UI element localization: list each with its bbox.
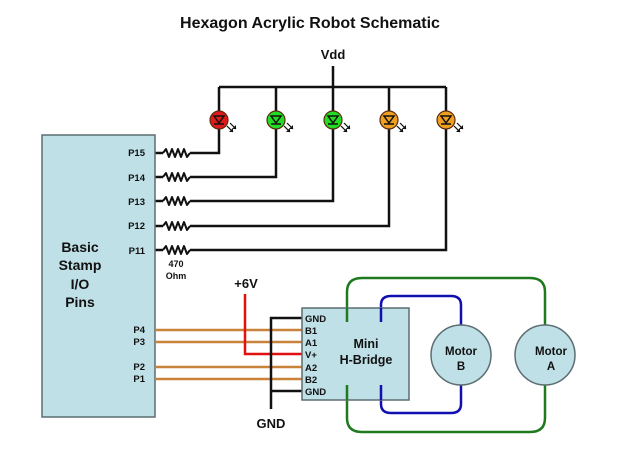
diode-triangle-icon (212, 115, 226, 125)
resistor-p15 (162, 148, 191, 158)
pin-label-p12: P12 (128, 221, 145, 232)
led-1-red (209, 110, 237, 133)
arrow-head-icon (232, 125, 236, 129)
led-body (379, 110, 399, 130)
pin-label-p14: P14 (128, 173, 146, 184)
diagram-title: Hexagon Acrylic Robot Schematic (180, 15, 440, 32)
motor-a-label-1: Motor (535, 346, 567, 358)
pin-label-p1: P1 (133, 374, 145, 385)
arrow-head-icon (459, 125, 463, 129)
hb-pin-gnd-top: GND (305, 314, 326, 325)
led-body (436, 110, 456, 130)
pin-label-p4: P4 (133, 325, 145, 336)
motor-b-label-1: Motor (445, 346, 477, 358)
basic-stamp-block (41, 134, 156, 418)
led-body (323, 110, 343, 130)
motor-b-label-2: B (457, 361, 465, 373)
motor-a-label-2: A (547, 361, 555, 373)
diode-triangle-icon (326, 115, 340, 125)
hb-pin-a1: A1 (305, 338, 318, 349)
led-group (209, 110, 464, 133)
stamp-label-3: I/O (71, 276, 90, 292)
led-body (209, 110, 229, 130)
gnd-label: GND (257, 416, 286, 431)
led-wire-p13 (190, 87, 335, 203)
resistor-group (162, 148, 191, 255)
motor-a-wire-bottom (345, 385, 547, 434)
hb-pin-gnd-bottom: GND (305, 387, 326, 398)
resistor-p14 (162, 172, 191, 182)
led-3-green (323, 110, 351, 133)
resistor-p13 (162, 196, 191, 206)
led-wire-p11 (190, 87, 448, 252)
hb-pin-a2: A2 (305, 363, 317, 374)
led-wire-p15 (190, 87, 221, 155)
resistor-p11 (162, 245, 191, 255)
vdd-label: Vdd (321, 47, 346, 62)
arrow-head-icon (289, 125, 293, 129)
hb-pin-vplus: V+ (305, 350, 317, 361)
plus6v-label: +6V (234, 276, 258, 291)
hb-pin-b2: B2 (305, 375, 317, 386)
motor-b-wire-bottom (379, 385, 463, 415)
arrow-head-icon (402, 125, 406, 129)
power-wire (243, 294, 302, 356)
hbridge-title-1: Mini (354, 337, 379, 351)
hb-pin-b1: B1 (305, 326, 318, 337)
diode-triangle-icon (269, 115, 283, 125)
pin-label-p11: P11 (129, 246, 146, 257)
pin-label-p3: P3 (133, 337, 145, 348)
resistor-unit: Ohm (166, 271, 187, 281)
motor-b (430, 324, 492, 386)
hbridge-title-2: H-Bridge (340, 353, 393, 367)
motor-a-wire-top (345, 276, 547, 325)
led-5-orange (436, 110, 464, 133)
diode-triangle-icon (382, 115, 396, 125)
arrow-head-icon (346, 125, 350, 129)
motor-b-wire-top (379, 294, 463, 325)
pin-label-p15: P15 (128, 148, 146, 159)
stamp-label-2: Stamp (59, 257, 102, 273)
motor-a (514, 324, 576, 386)
led-body (266, 110, 286, 130)
led-wires (155, 87, 448, 252)
diode-triangle-icon (439, 115, 453, 125)
resistor-p12 (162, 221, 191, 231)
pin-label-p13: P13 (128, 197, 145, 208)
stamp-label-4: Pins (65, 294, 95, 310)
stamp-label-1: Basic (61, 239, 99, 255)
led-4-orange (379, 110, 407, 133)
gnd-wire-top (269, 316, 302, 409)
hbridge-block (301, 307, 410, 401)
led-wire-p12 (190, 87, 391, 228)
led-2-green (266, 110, 294, 133)
pin-label-p2: P2 (133, 362, 145, 373)
resistor-value: 470 (168, 259, 183, 269)
